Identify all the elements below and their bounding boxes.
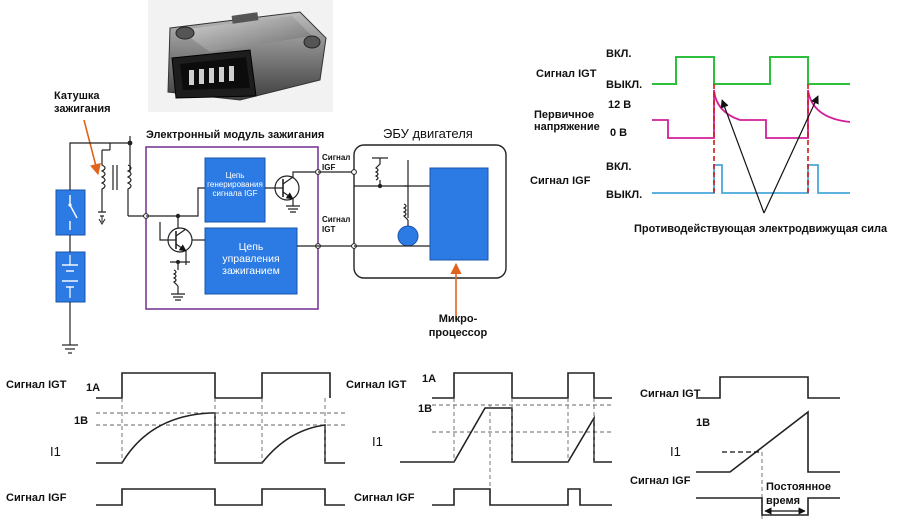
v0-label: 0 В [610, 127, 627, 139]
g2-igt-label: Сигнал IGT [346, 379, 407, 391]
microprocessor-block [429, 167, 489, 261]
g2-1b-label: 1B [418, 403, 432, 415]
on-label-top: ВКЛ. [606, 48, 631, 60]
g2-1a-label: 1A [422, 373, 436, 385]
off-label-top: ВЫКЛ. [606, 79, 642, 91]
ignition-coil [98, 149, 132, 225]
g2-i1-label: I1 [372, 434, 383, 449]
g1-1a-label: 1A [86, 382, 100, 394]
switch-block [55, 189, 86, 236]
g3-igt-label: Сигнал IGT [640, 388, 701, 400]
igf-wave [652, 164, 850, 194]
g1-i1-label: I1 [50, 444, 61, 459]
microprocessor-label: Микро-процессор [429, 313, 488, 339]
igf-circuit-block [204, 157, 266, 223]
battery-block [55, 251, 86, 303]
primary-wave [652, 89, 851, 139]
igniter-module-photo [148, 0, 333, 112]
g1-igt-label: Сигнал IGT [6, 379, 67, 391]
igt-wave [652, 56, 850, 85]
g3-1b-label: 1B [696, 417, 710, 429]
g1-1b-label: 1B [74, 415, 88, 427]
g2-igf-label: Сигнал IGF [354, 492, 415, 504]
igf-transistor [265, 175, 300, 201]
igniter-module-box [145, 146, 319, 310]
ecu-box [353, 144, 507, 279]
power-transistor [166, 227, 205, 265]
ecu-title: ЭБУ двигателя [383, 126, 473, 141]
on2-label-top: ВКЛ. [606, 161, 631, 173]
igniter-module-title: Электронный модуль зажигания [146, 129, 324, 141]
v12-label: 12 В [608, 99, 631, 111]
igt-label-top: Сигнал IGT [536, 68, 597, 80]
g3-i1-label: I1 [670, 444, 681, 459]
graph-2: Сигнал IGT 1A 1B I1 Сигнал IGF [346, 372, 612, 506]
graph-1: Сигнал IGT 1A 1B I1 Сигнал IGF [6, 372, 345, 506]
g1-igf-label: Сигнал IGF [6, 492, 67, 504]
off2-label-top: ВЫКЛ. [606, 189, 642, 201]
back-emf-label: Противодействующая электродвижущая сила [634, 223, 888, 235]
ignition-control-block [204, 227, 298, 295]
g3-igf-label: Сигнал IGF [630, 475, 691, 487]
igf-label-top: Сигнал IGF [530, 175, 591, 187]
